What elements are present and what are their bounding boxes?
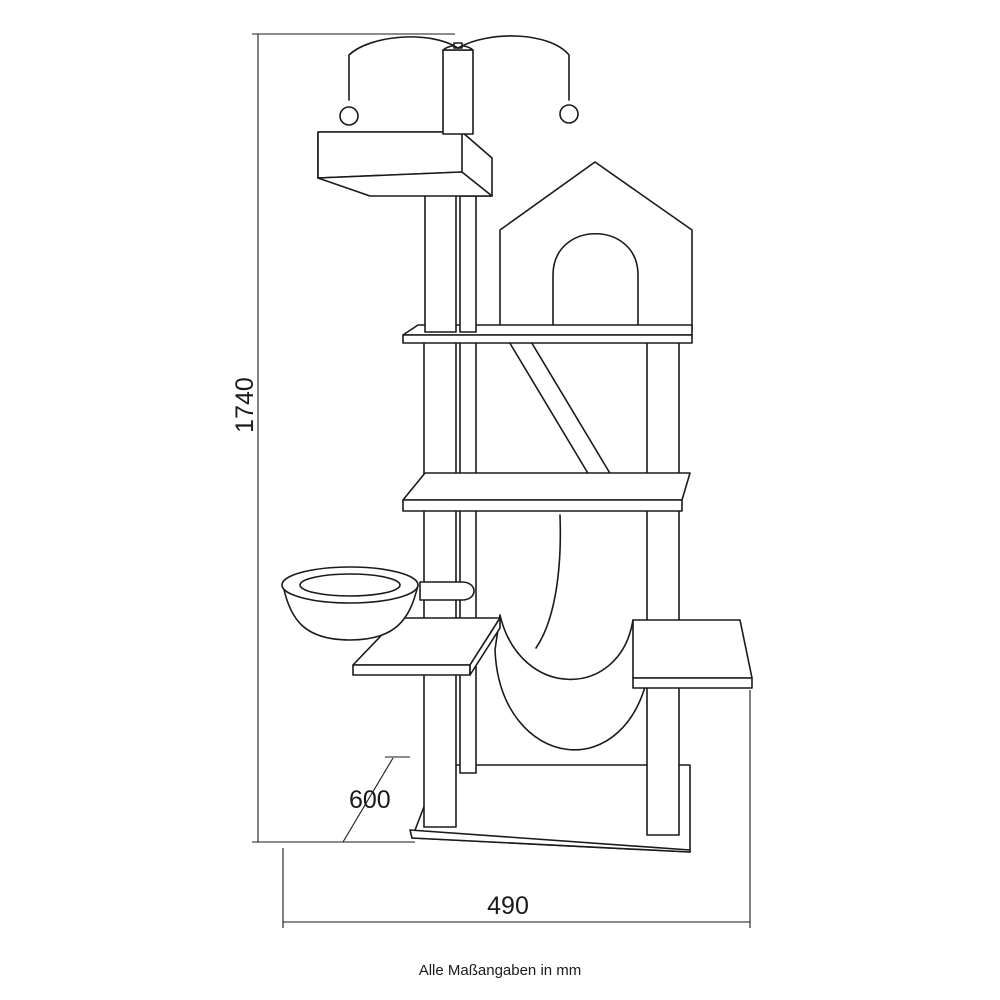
height-label: 1740 [231, 377, 259, 433]
toy-arcs [339, 35, 579, 126]
top-box-platform [317, 131, 493, 197]
top-post [442, 42, 474, 135]
base-plate [409, 764, 691, 853]
post-top-front [424, 171, 457, 333]
holder-ring [419, 581, 475, 601]
caption: Alle Maßangaben in mm [418, 962, 582, 979]
toy-ball-left [339, 106, 359, 126]
middle-posts [423, 339, 680, 501]
width-label: 490 [487, 892, 529, 920]
hammock [494, 514, 651, 751]
hanging-rope [535, 514, 562, 649]
cat-house [499, 161, 693, 331]
height-dimension: 1740 [231, 33, 455, 843]
post-front-right-mid [646, 339, 680, 481]
middle-platform [402, 472, 691, 512]
toy-ball-right [559, 104, 579, 124]
bowl-basket [281, 566, 475, 641]
post-back-left-mid [459, 339, 477, 481]
depth-dimension: 600 [342, 756, 410, 843]
upper-posts [424, 171, 477, 333]
house-entrance [552, 232, 639, 331]
width-dimension: 490 [282, 690, 751, 928]
post-top-back [459, 195, 477, 333]
right-platform [632, 619, 753, 689]
depth-label: 600 [349, 786, 391, 814]
